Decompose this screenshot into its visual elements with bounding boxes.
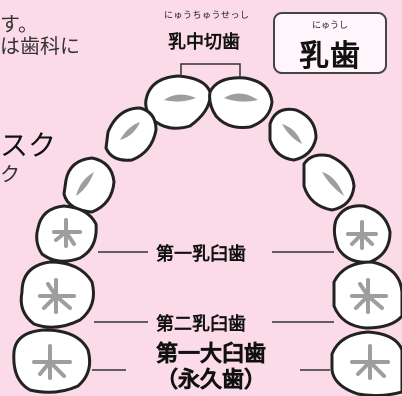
title-ruby: にゅうし (311, 21, 348, 31)
permanent-molar-label: 第一大臼歯 （永久歯） (132, 342, 290, 394)
left-text-line-4: ク (0, 162, 20, 186)
incisor-ruby: にゅうちゅうせっし (164, 11, 250, 21)
tooth-canine-right (302, 153, 356, 212)
title-label: 乳歯 (299, 39, 361, 74)
left-text-line-2: は歯科に (0, 34, 80, 58)
left-text-line-1: す。 (0, 12, 38, 36)
primary-teeth-title-box: にゅうし 乳歯 (273, 12, 387, 74)
tooth-central-incisor-right (208, 76, 274, 129)
first-molar-label: 第一乳臼歯 (156, 244, 246, 265)
permanent-molar-label-line-1: 第一大臼歯 (155, 342, 266, 367)
incisor-label: 乳中切歯 (168, 32, 240, 53)
second-molar-label: 第二乳臼歯 (156, 314, 246, 335)
permanent-molar-label-line-2: （永久歯） (155, 368, 266, 393)
tooth-canine-left (62, 156, 116, 214)
left-text-line-3: スク (0, 129, 57, 162)
